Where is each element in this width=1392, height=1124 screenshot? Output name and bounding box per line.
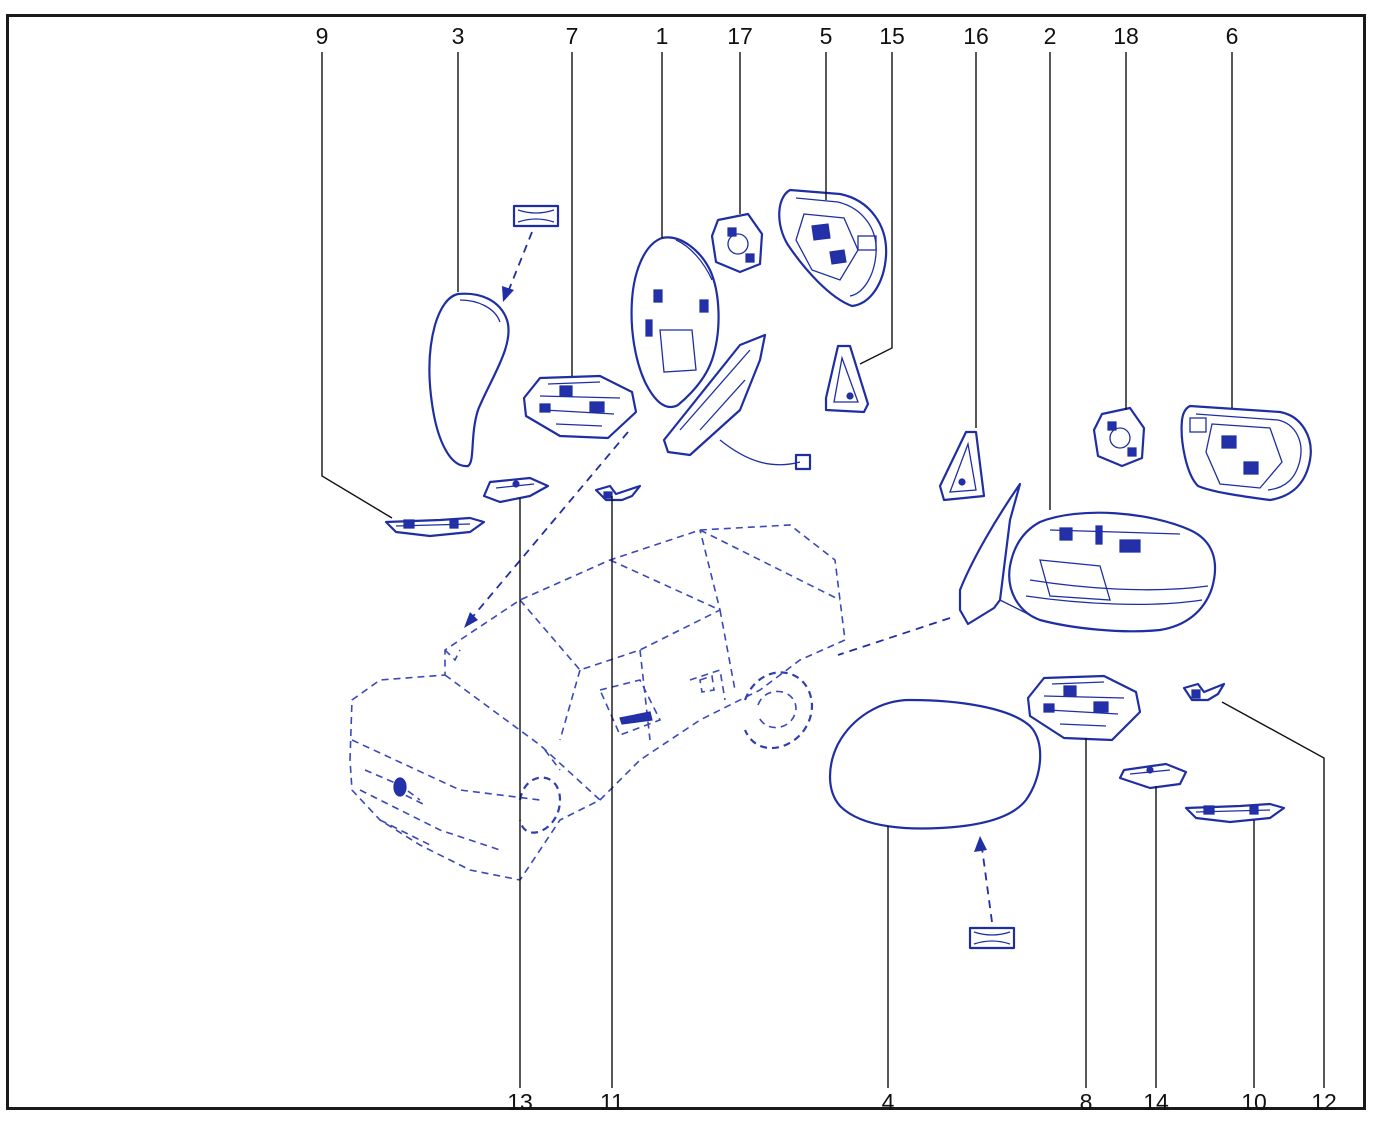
callout-number-14: 14 (1143, 1089, 1169, 1115)
part-5-left-mirror-glass-backing (778, 188, 888, 308)
part-13-left-lower-cap (482, 476, 550, 504)
callout-number-2: 2 (1044, 23, 1057, 49)
part-7-left-actuator (522, 374, 638, 440)
callout-number-17: 17 (727, 23, 753, 49)
callout-layer: 9 3 7 1 17 5 15 16 2 18 6 13 11 4 8 14 10 12 (316, 23, 1337, 1115)
assembly-pointers (464, 431, 951, 656)
callout-number-8: 8 (1080, 1089, 1093, 1115)
part-14-right-lower-cap (1118, 762, 1188, 790)
adhesive-marker-left (502, 204, 560, 302)
callout-number-3: 3 (452, 23, 465, 49)
vehicle-outline (349, 524, 846, 881)
part-10-right-lower-trim (1184, 802, 1286, 824)
callout-number-5: 5 (820, 23, 833, 49)
callout-number-4: 4 (882, 1089, 895, 1115)
part-9-left-lower-trim (384, 516, 486, 538)
callout-leader-9 (321, 52, 393, 519)
callout-number-9: 9 (316, 23, 329, 49)
callout-number-10: 10 (1241, 1089, 1267, 1115)
part-17-left-mirror-motor (710, 212, 764, 274)
part-8-right-actuator (1026, 674, 1142, 742)
callout-leader-12 (1221, 701, 1325, 1088)
callout-number-11: 11 (600, 1089, 624, 1115)
callout-number-16: 16 (963, 23, 989, 49)
part-2-right-mirror-assembly (958, 482, 1217, 633)
callout-leader-15 (859, 52, 893, 365)
callout-number-1: 1 (656, 23, 669, 49)
callout-number-6: 6 (1226, 23, 1239, 49)
part-3-left-mirror-glass (428, 292, 510, 468)
diagram-frame (6, 14, 1366, 1110)
part-12-right-clip (1182, 682, 1226, 702)
part-4-right-mirror-glass (829, 698, 1042, 830)
callout-number-12: 12 (1311, 1089, 1337, 1115)
callout-number-15: 15 (879, 23, 905, 49)
part-16-right-triangle-cover (938, 430, 986, 502)
callout-number-13: 13 (507, 1089, 533, 1115)
adhesive-marker-right (968, 836, 1016, 950)
part-15-left-triangle-cover (824, 344, 870, 414)
part-1-left-mirror-housing (630, 236, 812, 471)
callout-number-7: 7 (566, 23, 579, 49)
callout-number-18: 18 (1113, 23, 1139, 49)
part-18-right-mirror-motor (1092, 406, 1146, 468)
part-6-right-mirror-glass-backing (1180, 404, 1312, 502)
part-11-left-clip (594, 484, 642, 502)
